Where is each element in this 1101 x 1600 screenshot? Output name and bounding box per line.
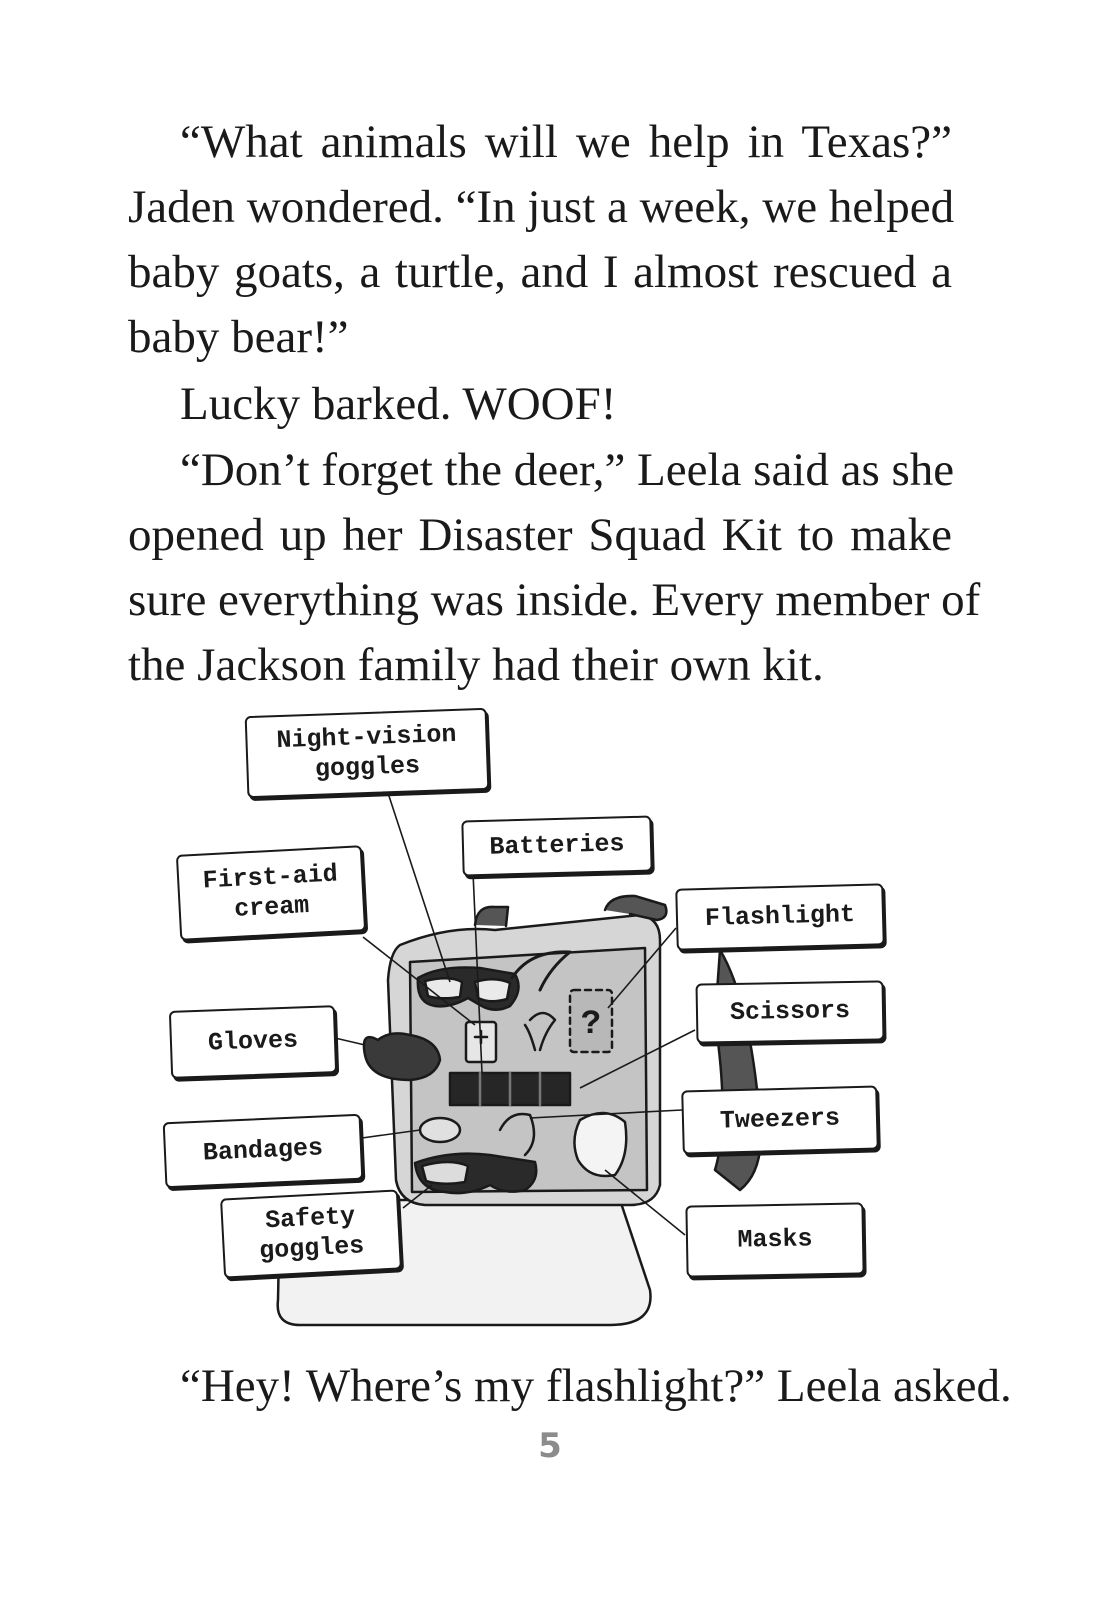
text-line: baby goats, a turtle, and I almost rescu… bbox=[128, 246, 952, 298]
missing-flashlight-outline bbox=[568, 988, 614, 1054]
text-line: baby bear!” bbox=[128, 311, 349, 363]
label-flashlight: Flashlight bbox=[675, 883, 885, 951]
goggle-lenses bbox=[423, 977, 512, 1003]
leader-line bbox=[402, 1184, 433, 1209]
label-scissors: Scissors bbox=[695, 980, 885, 1044]
text-line: Jaden wondered. “In just a week, we help… bbox=[128, 181, 955, 233]
label-night-vision-goggles: Night-vision goggles bbox=[244, 707, 490, 799]
paragraph-1: “What animals will we help in Texas?” Ja… bbox=[128, 110, 955, 370]
bandages-drawing bbox=[418, 1116, 462, 1144]
leader-line bbox=[471, 849, 483, 1074]
label-bandages: Bandages bbox=[162, 1113, 364, 1189]
label-line: Bandages bbox=[202, 1133, 324, 1168]
goggle-strap bbox=[510, 950, 572, 992]
label-tweezers: Tweezers bbox=[681, 1085, 879, 1155]
leader-line bbox=[579, 1029, 696, 1089]
tweezers-drawing bbox=[498, 1112, 536, 1157]
leader-line bbox=[529, 1109, 683, 1119]
leader-line bbox=[387, 792, 451, 983]
label-gloves: Gloves bbox=[168, 1005, 338, 1079]
paragraph-4: “Hey! Where’s my flashlight?” Leela aske… bbox=[180, 1354, 1012, 1419]
label-masks: Masks bbox=[685, 1202, 865, 1278]
leader-line bbox=[362, 936, 476, 1026]
kit-handle bbox=[603, 894, 668, 922]
leader-line bbox=[334, 1037, 366, 1046]
label-line: Batteries bbox=[489, 829, 625, 862]
leader-line bbox=[604, 1169, 686, 1236]
safety-goggle-lens bbox=[420, 1160, 470, 1185]
kit-handle bbox=[473, 905, 510, 928]
kit-drawing: ? bbox=[276, 792, 762, 1327]
label-line: Flashlight bbox=[704, 900, 856, 933]
masks-drawing bbox=[573, 1111, 628, 1178]
label-line: Masks bbox=[737, 1224, 813, 1255]
scissors-drawing bbox=[523, 1011, 557, 1052]
label-safety-goggles: Safety goggles bbox=[220, 1189, 402, 1279]
leader-line bbox=[607, 927, 677, 1009]
leader-line bbox=[361, 1129, 421, 1139]
question-mark: ? bbox=[581, 1006, 601, 1044]
label-line: Gloves bbox=[207, 1025, 299, 1058]
label-line: Scissors bbox=[729, 995, 851, 1028]
label-batteries: Batteries bbox=[461, 815, 653, 877]
label-first-aid-cream: First-aid cream bbox=[175, 845, 367, 941]
text-line: “Hey! Where’s my flashlight?” Leela aske… bbox=[180, 1360, 1012, 1412]
text-line: the Jackson family had their own kit. bbox=[128, 639, 824, 691]
label-line: goggles bbox=[258, 1231, 365, 1266]
label-line: goggles bbox=[314, 751, 421, 784]
battery-dividers bbox=[478, 1071, 542, 1107]
label-line: Tweezers bbox=[719, 1103, 841, 1136]
paragraph-3: “Don’t forget the deer,” Leela said as s… bbox=[128, 438, 981, 698]
leader-lines bbox=[334, 792, 696, 1236]
text-line: Lucky barked. WOOF! bbox=[180, 378, 617, 430]
text-line: “Don’t forget the deer,” Leela said as s… bbox=[180, 444, 955, 496]
text-line: sure everything was inside. Every member… bbox=[128, 574, 981, 626]
paragraph-2: Lucky barked. WOOF! bbox=[128, 372, 952, 437]
text-line: “What animals will we help in Texas?” bbox=[180, 116, 952, 168]
disaster-kit-illustration: ? Night-vision goggles Batteries First-a… bbox=[150, 700, 910, 1340]
page-number: 5 bbox=[538, 1426, 563, 1466]
label-line: Night-vision bbox=[275, 719, 457, 756]
text-line: opened up her Disaster Squad Kit to make bbox=[128, 509, 952, 561]
gloves-drawing bbox=[362, 1032, 442, 1082]
